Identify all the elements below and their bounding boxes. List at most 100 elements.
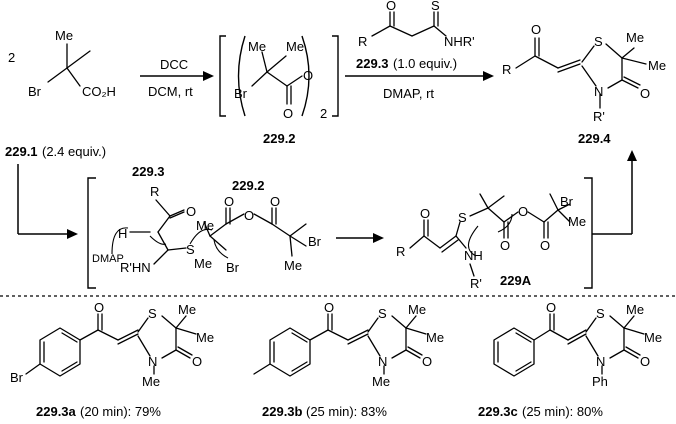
stoich-coefficient: 2 bbox=[8, 50, 15, 65]
atom-br: Br bbox=[10, 370, 24, 385]
label-229-2: 229.2 bbox=[263, 131, 296, 146]
example-label: 229.3a bbox=[36, 404, 77, 419]
atom-me: Me bbox=[194, 256, 212, 271]
atom-me: Me bbox=[648, 58, 666, 73]
atom-n-substituent: Me bbox=[142, 374, 160, 389]
atom-o: O bbox=[531, 22, 541, 37]
atom-rprime: R' bbox=[593, 109, 605, 124]
atom-n-substituent: Ph bbox=[592, 374, 608, 389]
atom-n: N bbox=[596, 354, 605, 369]
atom-me: Me bbox=[284, 258, 302, 273]
label-229-1: 229.1 bbox=[5, 144, 38, 159]
atom-me: Me bbox=[178, 302, 196, 317]
curly-arrow bbox=[213, 239, 229, 259]
atom-rprimehn: R'HN bbox=[120, 260, 151, 275]
curly-arrow bbox=[467, 225, 479, 257]
atom-br: Br bbox=[234, 86, 248, 101]
curly-arrow bbox=[149, 235, 167, 245]
label-229-4: 229.4 bbox=[578, 131, 611, 146]
example-detail: (20 min): 79% bbox=[80, 404, 161, 419]
atom-s: S bbox=[431, 0, 440, 13]
atom-s: S bbox=[594, 34, 603, 49]
atom-o: O bbox=[270, 194, 280, 209]
atom-me: Me bbox=[568, 214, 586, 229]
atom-me: Me bbox=[644, 330, 662, 345]
atom-me: Me bbox=[626, 30, 644, 45]
atom-s: S bbox=[596, 306, 605, 321]
atom-br: Br bbox=[560, 194, 574, 209]
atom-r: R bbox=[358, 34, 367, 49]
atom-br: Br bbox=[308, 234, 322, 249]
reaction-arrow-step1: DCC DCM, rt bbox=[140, 57, 214, 99]
atom-me: Me bbox=[426, 330, 444, 345]
atom-o: O bbox=[224, 194, 234, 209]
example-label: 229.3c bbox=[478, 404, 518, 419]
atom-s: S bbox=[148, 306, 157, 321]
atom-me: Me bbox=[55, 28, 73, 43]
atom-s: S bbox=[378, 306, 387, 321]
atom-n-substituent: Me bbox=[372, 374, 390, 389]
atom-rprime: R' bbox=[470, 276, 482, 291]
molecule-229-4: O R S Me Me N O R' 229.4 bbox=[502, 22, 666, 146]
example-label: 229.3b bbox=[262, 404, 303, 419]
atom-co2h: CO₂H bbox=[82, 84, 116, 99]
atom-o: O bbox=[640, 86, 650, 101]
atom-s: S bbox=[458, 210, 467, 225]
atom-o: O bbox=[518, 204, 528, 219]
atom-nhr: NHR' bbox=[444, 34, 475, 49]
atom-o: O bbox=[640, 354, 650, 369]
atom-o: O bbox=[386, 0, 396, 13]
condition-dcm: DCM, rt bbox=[148, 84, 193, 99]
atom-o: O bbox=[94, 300, 104, 315]
dimer-multiplier: 2 bbox=[320, 106, 327, 121]
curly-arrow bbox=[111, 227, 129, 255]
mech-label-229-2: 229.2 bbox=[232, 178, 265, 193]
atom-o: O bbox=[540, 238, 550, 253]
atom-me: Me bbox=[196, 218, 214, 233]
atom-me: Me bbox=[408, 302, 426, 317]
atom-n: N bbox=[148, 354, 157, 369]
atom-n: N bbox=[594, 84, 603, 99]
base-dmap: DMAP bbox=[92, 253, 124, 265]
atom-r: R bbox=[150, 184, 159, 199]
atom-o: O bbox=[244, 208, 254, 223]
atom-o: O bbox=[324, 300, 334, 315]
atom-r: R bbox=[502, 62, 511, 77]
mech-label-229-3: 229.3 bbox=[132, 164, 165, 179]
atom-o: O bbox=[422, 354, 432, 369]
mechanism-section: 229.3 229.2 R O H DMAP S R'HN Me Me bbox=[17, 150, 637, 291]
atom-o: O bbox=[186, 204, 196, 219]
molecule-229-2: Me Me Br O O 2 229.2 bbox=[219, 35, 339, 146]
label-229-3: 229.3 bbox=[356, 56, 389, 71]
atom-o: O bbox=[546, 300, 556, 315]
atom-o: O bbox=[283, 106, 293, 121]
example-229-3b: O S Me Me N O Me 229.3b (25 min): 83% bbox=[253, 300, 444, 419]
atom-me: Me bbox=[286, 39, 304, 54]
atom-me: Me bbox=[248, 39, 266, 54]
atom-o: O bbox=[303, 68, 313, 83]
molecule-229-1: 2 Br Me CO₂H 229.1 (2.4 equiv.) bbox=[5, 28, 116, 159]
atom-br: Br bbox=[28, 84, 42, 99]
atom-r: R bbox=[396, 244, 405, 259]
curly-arrow bbox=[497, 213, 513, 233]
atom-o: O bbox=[192, 354, 202, 369]
condition-dmap: DMAP, rt bbox=[383, 86, 434, 101]
example-detail: (25 min): 80% bbox=[522, 404, 603, 419]
example-detail: (25 min): 83% bbox=[306, 404, 387, 419]
condition-dcc: DCC bbox=[160, 57, 188, 72]
atom-o: O bbox=[500, 238, 510, 253]
atom-me: Me bbox=[196, 330, 214, 345]
atom-o: O bbox=[420, 206, 430, 221]
atom-h: H bbox=[118, 226, 127, 241]
atom-me: Me bbox=[626, 302, 644, 317]
equiv-229-3: (1.0 equiv.) bbox=[393, 56, 457, 71]
curly-arrow bbox=[189, 228, 213, 245]
atom-nh: NH bbox=[464, 248, 483, 263]
atom-s: S bbox=[186, 242, 195, 257]
example-229-3c: O S Me Me N O Ph 229.3c (25 min): 80% bbox=[478, 300, 662, 419]
example-229-3a: Br O S Me Me N O Me 229.3a (20 min): 79% bbox=[10, 300, 214, 419]
label-229a: 229A bbox=[500, 273, 532, 288]
reaction-arrow-step2: O S R NHR' 229.3 (1.0 equiv.) DMAP, rt bbox=[345, 0, 494, 101]
